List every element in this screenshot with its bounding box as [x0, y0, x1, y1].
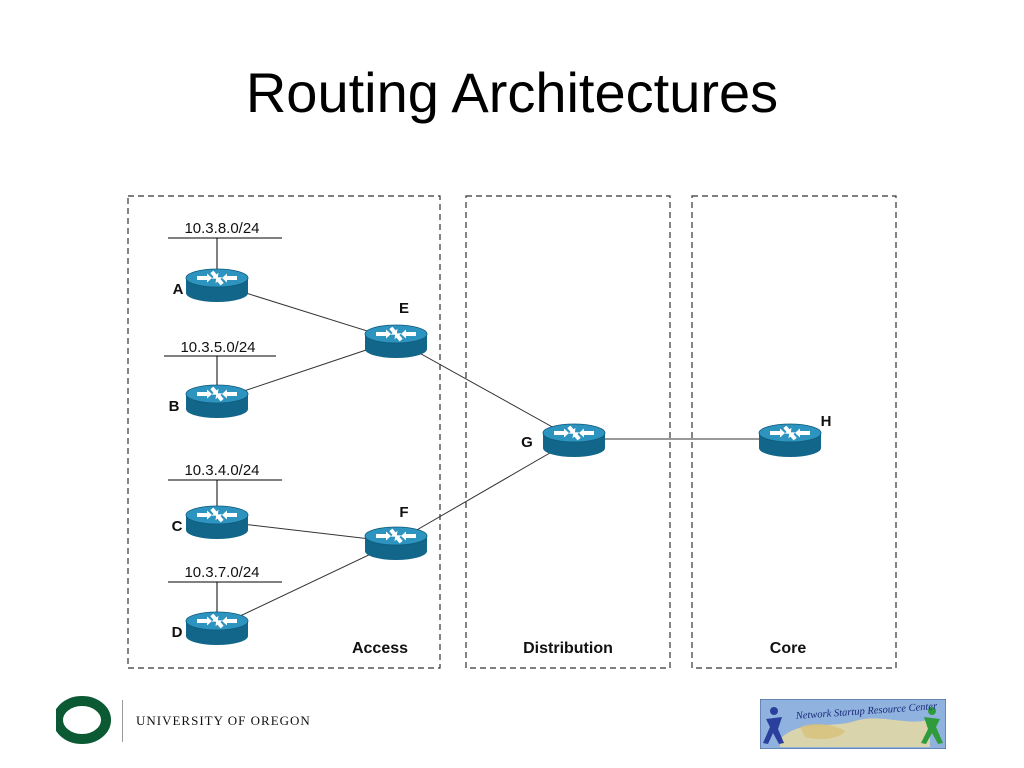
subnet-label: 10.3.8.0/24 [184, 220, 259, 237]
subnet-c: 10.3.4.0/24 [168, 462, 282, 506]
router-c: C [172, 505, 249, 540]
router-label: E [399, 300, 409, 317]
router-h: H [758, 413, 832, 458]
router-b: B [169, 384, 249, 419]
nsrc-logo: Network Startup Resource Center [760, 699, 946, 749]
subnet-label: 10.3.5.0/24 [180, 339, 255, 356]
router-d: D [172, 611, 249, 646]
router-icon [364, 526, 428, 561]
subnets-layer: 10.3.8.0/24 10.3.5.0/24 10.3.4.0/24 10.3.7.… [164, 220, 282, 612]
router-label: B [169, 398, 180, 415]
router-a: A [173, 268, 249, 303]
zone-box-access [127, 195, 441, 669]
subnet-label: 10.3.7.0/24 [184, 564, 259, 581]
footer-divider [122, 700, 123, 742]
university-of-oregon-logo [56, 696, 111, 744]
subnet-label: 10.3.4.0/24 [184, 462, 259, 479]
router-icon [185, 505, 249, 540]
links-layer [216, 283, 790, 628]
router-label: H [821, 413, 832, 430]
zone-box-core [691, 195, 897, 669]
router-g: G [521, 423, 606, 458]
zone-label-access: Access [352, 640, 408, 657]
router-label: C [172, 518, 183, 535]
slide-title: Routing Architectures [245, 61, 779, 124]
routers-layer: A B C D E F G H [169, 268, 832, 646]
person-left-icon [763, 707, 784, 744]
router-e: E [364, 300, 428, 359]
university-of-oregon-text: UNIVERSITY OF OREGON [136, 713, 311, 728]
link-d-f [216, 541, 397, 628]
router-label: F [399, 504, 408, 521]
router-icon [185, 268, 249, 303]
router-label: D [172, 624, 183, 641]
person-right-icon [921, 707, 943, 744]
router-icon [542, 423, 606, 458]
zone-label-core: Core [770, 640, 807, 657]
router-label: G [521, 434, 533, 451]
subnet-a: 10.3.8.0/24 [168, 220, 282, 269]
router-icon [364, 324, 428, 359]
router-f: F [364, 504, 428, 561]
router-icon [758, 423, 822, 458]
zone-box-distribution [465, 195, 671, 669]
router-label: A [173, 281, 184, 298]
zone-label-distribution: Distribution [523, 640, 613, 657]
link-f-g [395, 438, 575, 543]
link-e-g [395, 339, 575, 440]
router-icon [185, 384, 249, 419]
subnet-d: 10.3.7.0/24 [168, 564, 282, 612]
router-icon [185, 611, 249, 646]
subnet-b: 10.3.5.0/24 [164, 339, 276, 385]
